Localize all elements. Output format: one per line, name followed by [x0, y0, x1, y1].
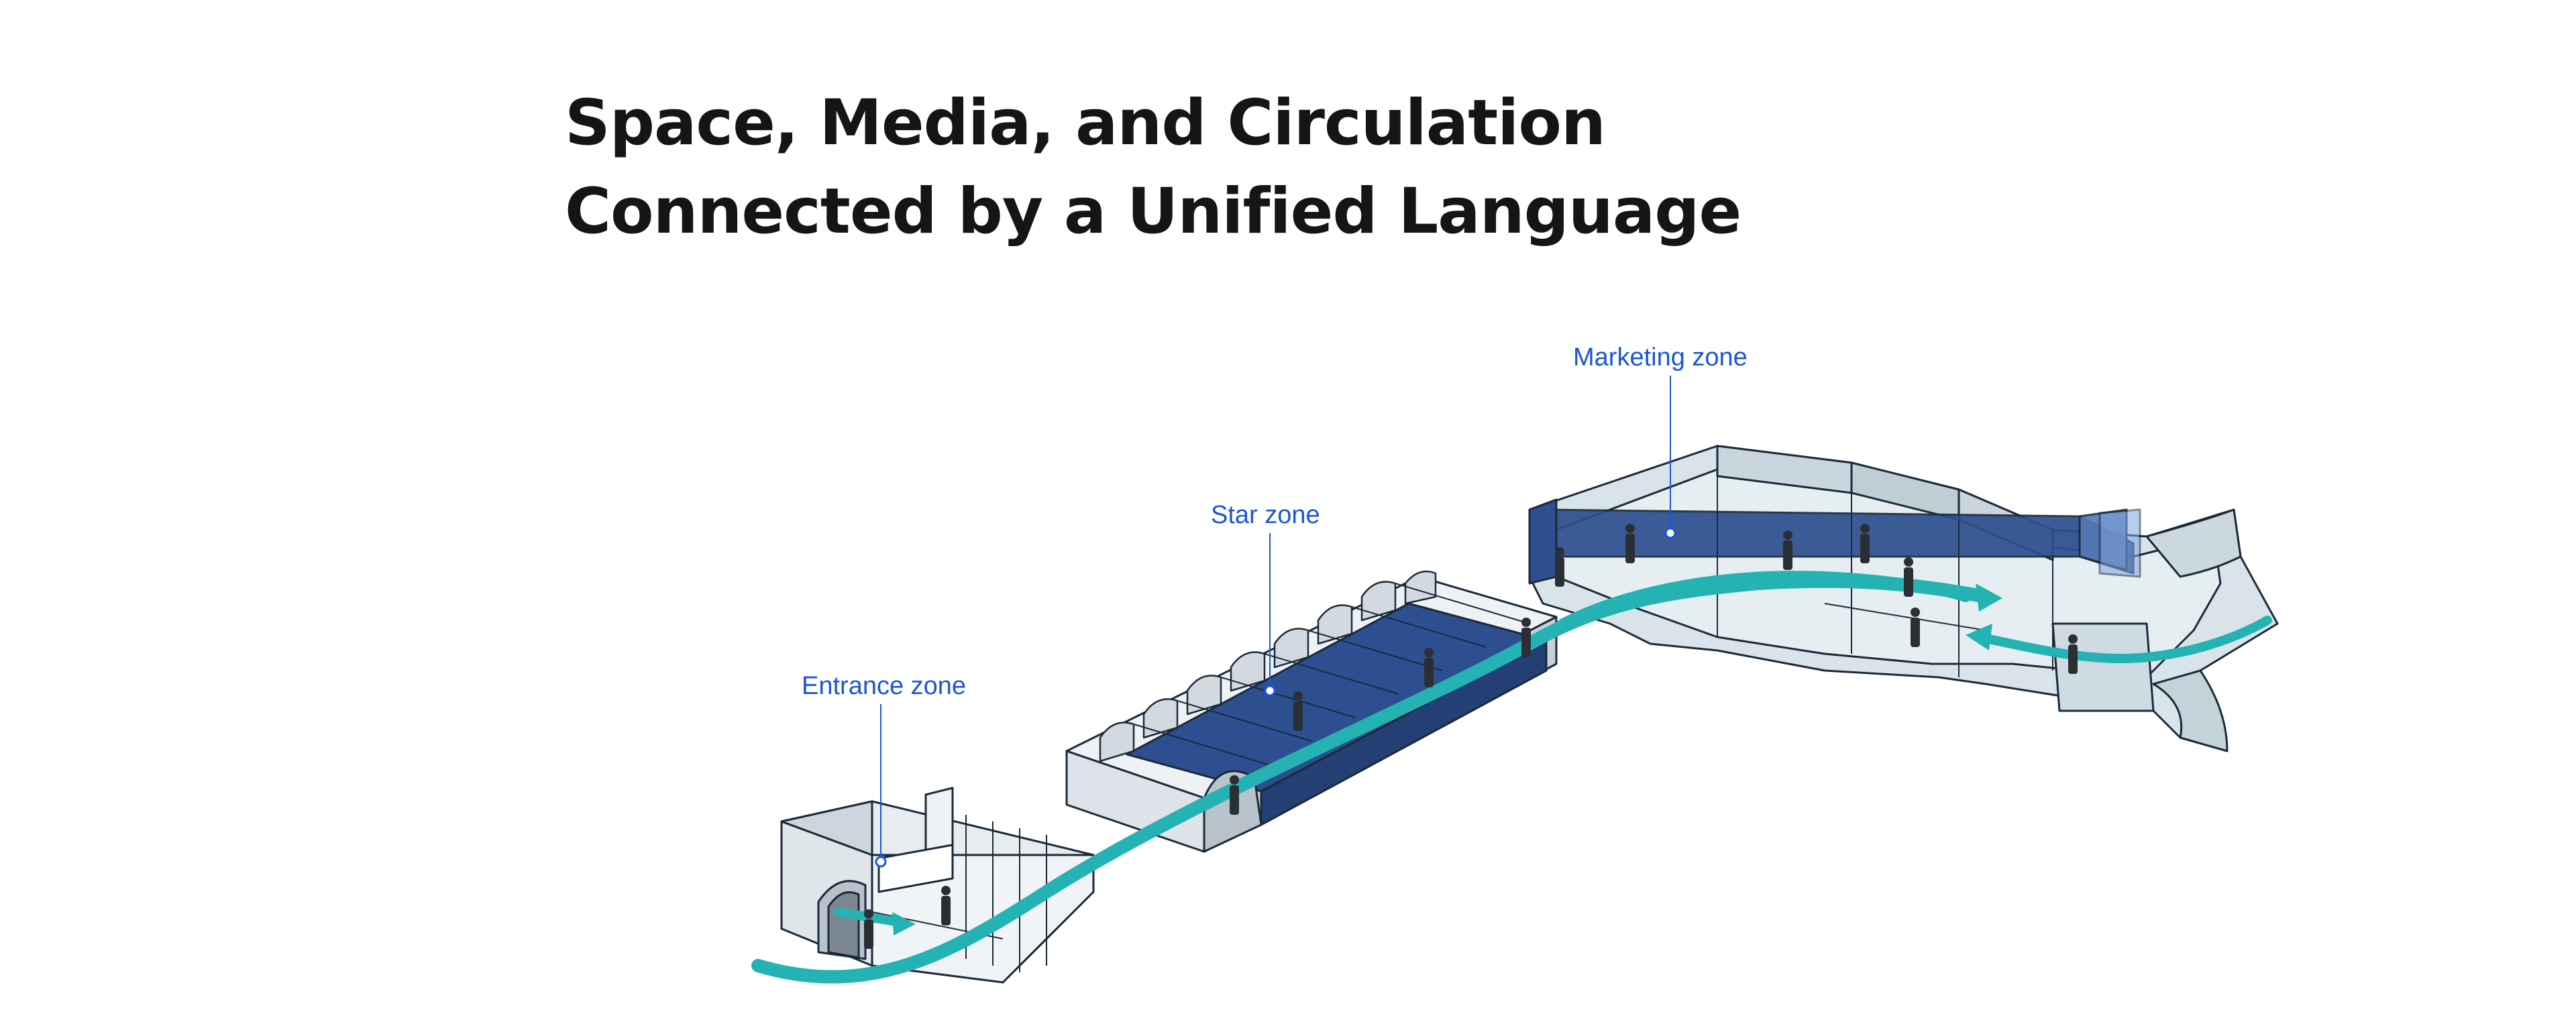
- star-zone-block: [1065, 570, 1558, 853]
- title-line-2: Connected by a Unified Language: [565, 175, 1741, 248]
- people-silhouettes: [864, 524, 2078, 949]
- circulation-path: [751, 571, 2272, 984]
- marketing-zone-callout: Marketing zone: [1573, 343, 1748, 539]
- star-zone-label: Star zone: [1211, 501, 1320, 529]
- marketing-zone-label: Marketing zone: [1573, 343, 1748, 371]
- entrance-zone-block: [780, 787, 1095, 984]
- title-line-1: Space, Media, and Circulation: [565, 87, 1606, 160]
- circulation-arrowheads: [892, 583, 2002, 935]
- entrance-zone-label: Entrance zone: [802, 672, 966, 700]
- entrance-zone-callout: Entrance zone: [802, 672, 966, 868]
- page-title: Space, Media, and Circulation Connected …: [565, 79, 1741, 256]
- star-zone-callout: Star zone: [1211, 501, 1320, 697]
- marketing-zone-block: [1528, 445, 2279, 752]
